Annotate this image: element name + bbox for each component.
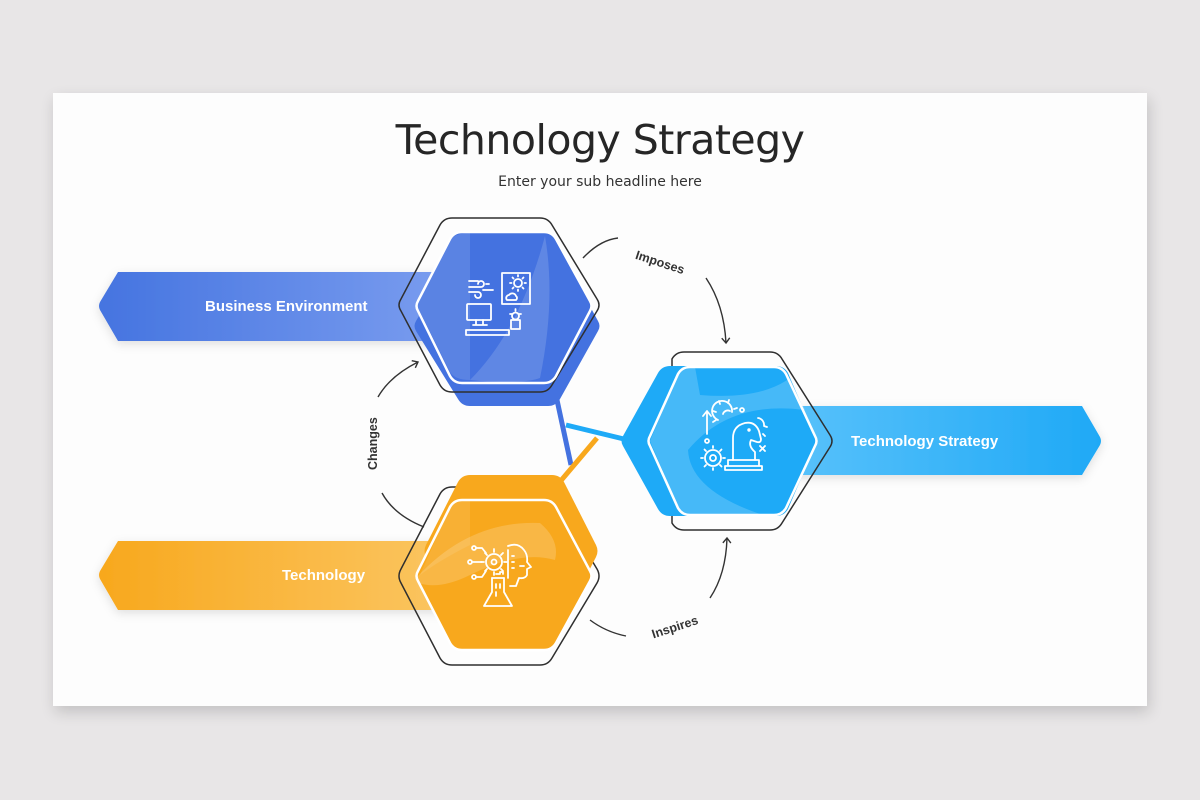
page-title: Technology Strategy (395, 116, 805, 164)
arrow-changes (377, 359, 425, 528)
center-spokes (551, 399, 629, 492)
arrow-inspires (589, 536, 732, 637)
banner-technology[interactable] (99, 541, 470, 610)
workspace-weather-icon (465, 272, 531, 336)
spoke-blue (554, 399, 574, 466)
hexagon-technology[interactable] (398, 475, 600, 666)
connector-label-changes: Changes (366, 417, 380, 470)
page-subtitle: Enter your sub headline here (498, 174, 702, 190)
label-business-environment: Business Environment (205, 298, 368, 315)
label-technology-strategy: Technology Strategy (851, 433, 999, 450)
hexagon-technology-strategy[interactable] (621, 351, 833, 531)
spoke-cyan (565, 422, 629, 443)
hexagon-business-environment[interactable] (398, 217, 600, 406)
banner-technology-strategy[interactable] (770, 406, 1101, 475)
label-technology: Technology (282, 567, 366, 584)
ai-head-gear-icon (467, 543, 532, 607)
arrow-imposes (582, 237, 731, 345)
banner-business-environment[interactable] (99, 272, 470, 341)
chess-knight-gears-icon (700, 399, 768, 471)
